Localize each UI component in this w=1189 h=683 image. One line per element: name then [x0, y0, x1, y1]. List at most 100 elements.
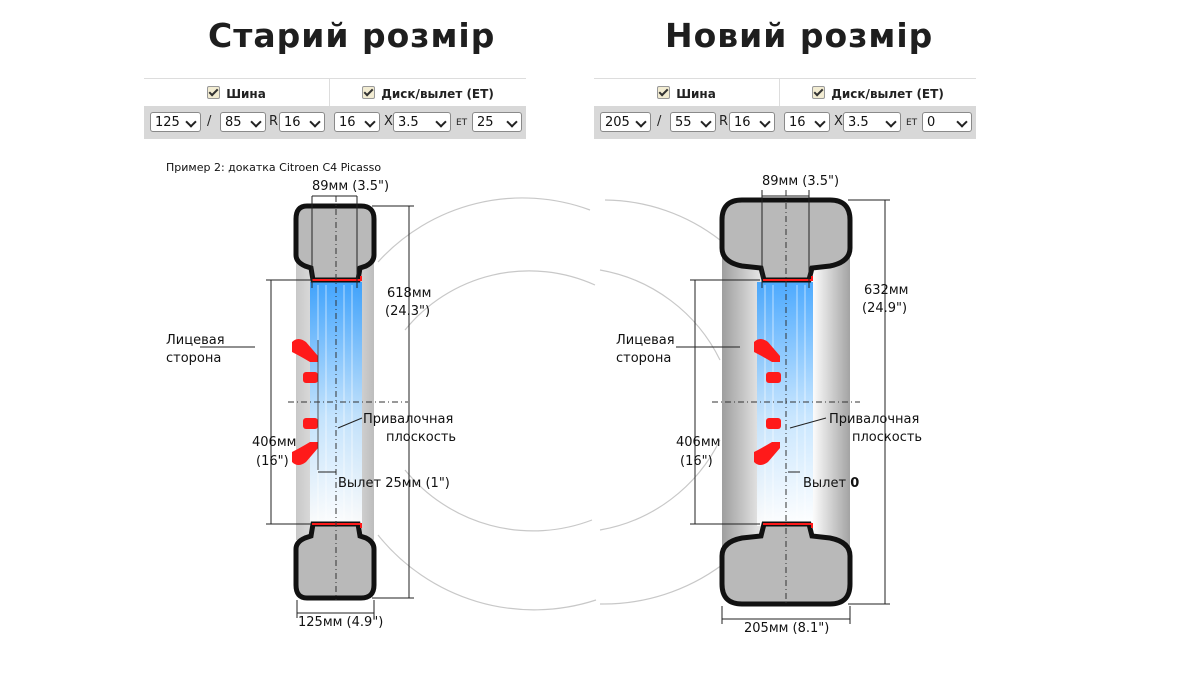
old-tire: [288, 196, 408, 601]
old-offset-label: Вылет 25мм (1"): [338, 476, 450, 491]
old-r-label: R: [269, 114, 279, 129]
old-width-select[interactable]: 125: [150, 112, 201, 132]
old-tire-sidewall: [296, 262, 374, 540]
chevron-down-icon: [814, 116, 826, 128]
new-inner-arc: [599, 269, 721, 361]
old-profile-select[interactable]: 85: [220, 112, 266, 132]
old-rim-width-label: 89мм (3.5"): [312, 179, 389, 194]
old-rim-label: Диск/вылет (ЕТ): [381, 87, 494, 101]
new-tire-top-section: [719, 197, 853, 283]
new-tire-diameter-mm: 632мм: [864, 283, 908, 298]
ground-arcs: [377, 197, 723, 611]
old-rim-diameter-select[interactable]: 16: [334, 112, 380, 132]
old-size-title: Старий розмір: [208, 16, 496, 55]
old-tire-checkbox[interactable]: [207, 86, 221, 99]
new-et-value: 0: [927, 115, 936, 130]
old-face-side-1: Лицевая: [166, 333, 225, 348]
old-panel-header: Шина Диск/вылет (ЕТ): [144, 78, 526, 106]
new-offset-label: Вылет 0: [803, 476, 859, 491]
old-tire-header[interactable]: Шина: [144, 79, 330, 106]
old-rim-width-value: 3.5: [398, 115, 419, 130]
old-inner-arc: [404, 270, 596, 331]
chevron-down-icon: [435, 116, 447, 128]
old-rim-diameter-mm: 406мм: [252, 435, 296, 450]
old-tire-diameter-mm: 618мм: [387, 286, 431, 301]
new-rim-body: [757, 282, 813, 526]
old-rim-body: [310, 282, 362, 526]
new-diameter-select[interactable]: 16: [729, 112, 775, 132]
new-mount-plane-1: Привалочная: [829, 412, 919, 427]
old-et-value: 25: [477, 115, 494, 130]
new-rim-label: Диск/вылет (ЕТ): [831, 87, 944, 101]
new-dimensions: [676, 190, 890, 624]
old-hub-bottom-upper: [303, 418, 318, 429]
new-width-select[interactable]: 205: [600, 112, 651, 132]
new-tire-header[interactable]: Шина: [594, 79, 780, 106]
old-panel-selects: 125 / 85 R 16 16 X 3.5 ET 25: [144, 106, 526, 139]
new-profile-select[interactable]: 55: [670, 112, 716, 132]
new-hub-top-upper: [754, 339, 780, 362]
example-note: Пример 2: докатка Citroen C4 Picasso: [166, 161, 382, 174]
old-size-panel: Шина Диск/вылет (ЕТ) 125 / 85 R 16 16 X …: [144, 78, 526, 140]
chevron-down-icon: [185, 116, 197, 128]
chevron-down-icon: [309, 116, 321, 128]
old-outer-arc-bottom: [377, 534, 597, 611]
chevron-down-icon: [885, 116, 897, 128]
old-diameter-select[interactable]: 16: [279, 112, 325, 132]
new-et-select[interactable]: 0: [922, 112, 972, 132]
new-rim-width-select[interactable]: 3.5: [843, 112, 901, 132]
new-diameter-value: 16: [734, 115, 751, 130]
new-outer-arc: [604, 199, 721, 241]
old-tire-top-section: [293, 203, 377, 283]
old-tire-diameter-in: (24.3"): [385, 304, 430, 319]
old-outer-arc: [377, 197, 591, 263]
old-width-value: 125: [155, 115, 180, 130]
new-size-title: Новий розмір: [665, 16, 934, 55]
new-hub-top-lower: [766, 372, 781, 383]
old-rim-diameter-value: 16: [339, 115, 356, 130]
new-tire: [712, 190, 860, 607]
new-offset-prefix: Вылет: [803, 476, 846, 491]
chevron-down-icon: [759, 116, 771, 128]
old-rim-diameter-in: (16"): [256, 454, 289, 469]
old-rim-header[interactable]: Диск/вылет (ЕТ): [330, 79, 526, 106]
old-hub-bottom-lower: [292, 442, 318, 465]
new-tire-checkbox[interactable]: [657, 86, 671, 99]
new-rim-diameter-value: 16: [789, 115, 806, 130]
new-rim-diameter-in: (16"): [680, 454, 713, 469]
new-slash: /: [657, 114, 662, 129]
new-tire-bottom-section: [719, 521, 853, 607]
old-tire-width-label: 125мм (4.9"): [298, 615, 383, 630]
old-hub-top-lower: [303, 372, 318, 383]
new-rim-flange-bottom: [763, 523, 813, 528]
new-width-value: 205: [605, 115, 630, 130]
old-et-select[interactable]: 25: [472, 112, 522, 132]
new-face-side-1: Лицевая: [616, 333, 675, 348]
new-profile-value: 55: [675, 115, 692, 130]
new-outer-arc-bottom: [599, 564, 723, 605]
new-panel-header: Шина Диск/вылет (ЕТ): [594, 78, 976, 106]
old-rim-flange-bottom: [312, 523, 362, 528]
new-size-panel: Шина Диск/вылет (ЕТ) 205 / 55 R 16 16 X …: [594, 78, 976, 140]
new-offset-value: 0: [850, 476, 859, 491]
new-rim-header[interactable]: Диск/вылет (ЕТ): [780, 79, 976, 106]
old-dimensions: [200, 195, 414, 618]
new-mount-plane-2: плоскость: [852, 430, 922, 445]
old-tire-label: Шина: [226, 87, 266, 101]
new-rim-diameter-select[interactable]: 16: [784, 112, 830, 132]
chevron-down-icon: [506, 116, 518, 128]
new-rim-spokes: [764, 285, 806, 520]
old-x-label: X: [384, 114, 393, 129]
old-mount-plane-2: плоскость: [386, 430, 456, 445]
new-rim-checkbox[interactable]: [812, 86, 826, 99]
new-rim-diameter-mm: 406мм: [676, 435, 720, 450]
chevron-down-icon: [635, 116, 647, 128]
old-rim-checkbox[interactable]: [362, 86, 376, 99]
old-rim-width-select[interactable]: 3.5: [393, 112, 451, 132]
old-rim-flange-top: [312, 276, 362, 281]
old-tire-bottom-section: [293, 521, 377, 601]
chevron-down-icon: [250, 116, 262, 128]
new-rim-width-label: 89мм (3.5"): [762, 174, 839, 189]
old-diameter-value: 16: [284, 115, 301, 130]
chevron-down-icon: [956, 116, 968, 128]
